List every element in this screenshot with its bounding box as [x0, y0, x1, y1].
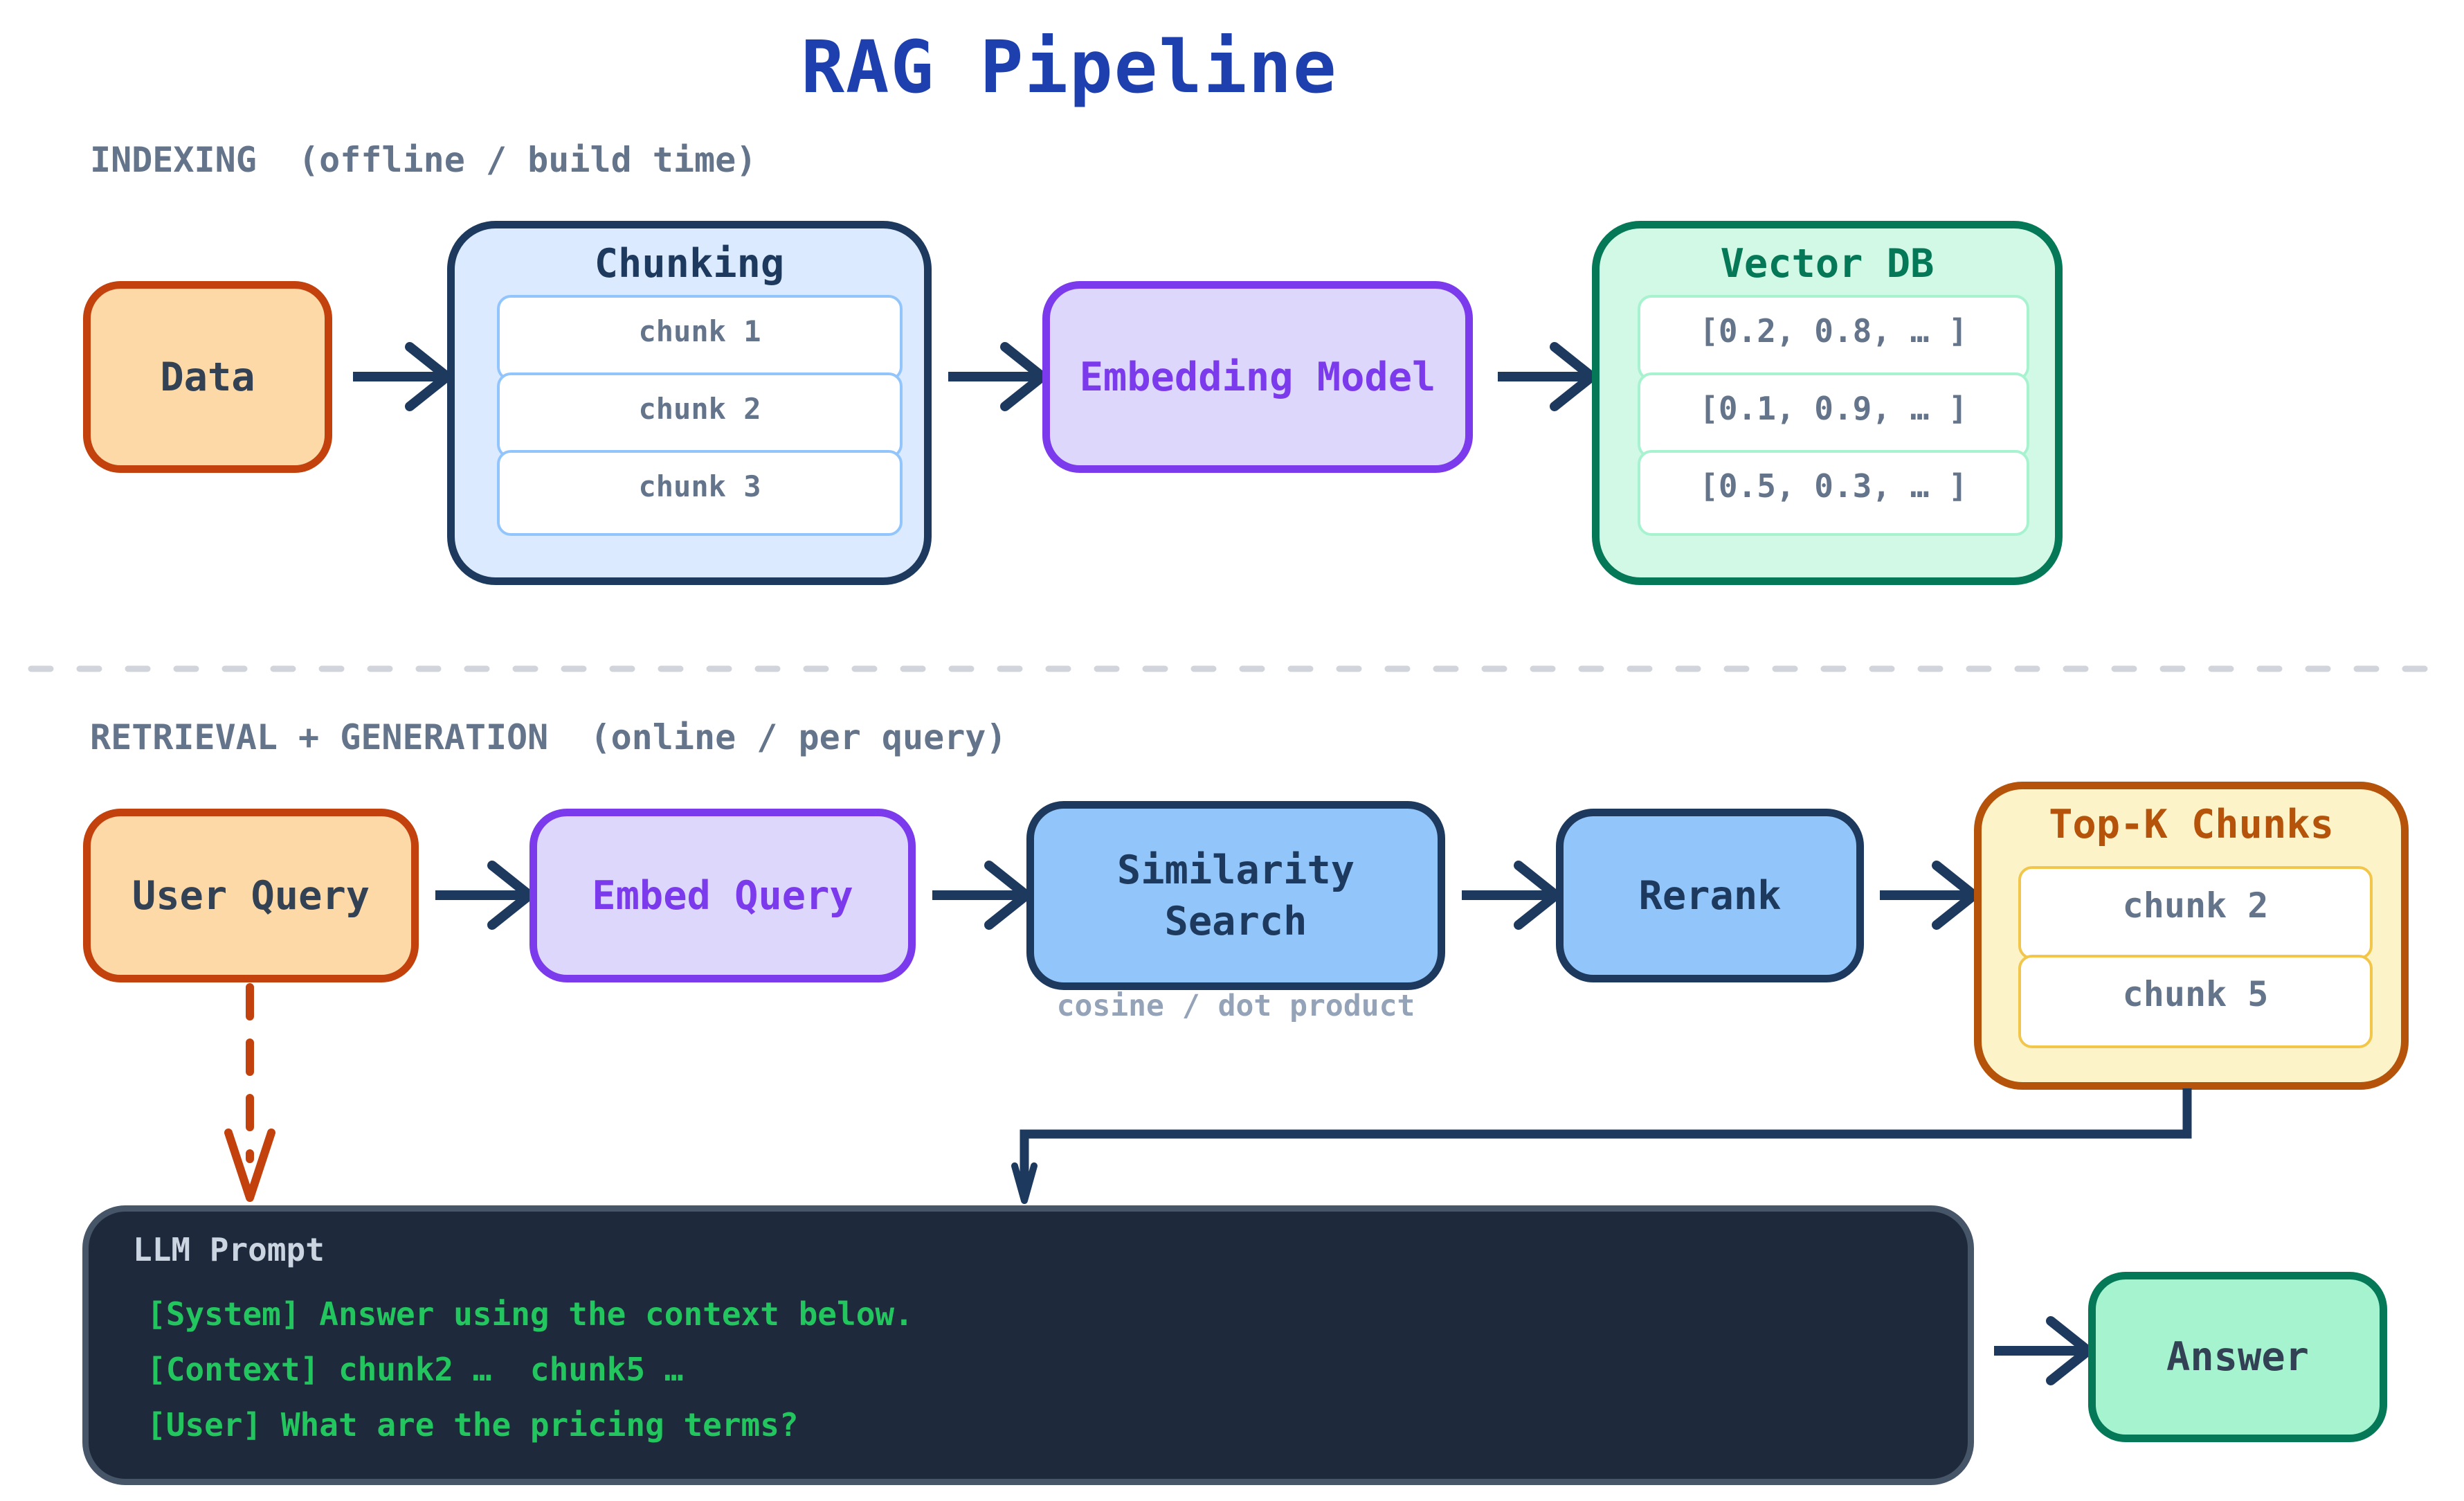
user-query-node: User Query: [83, 809, 419, 982]
embed-query-node: Embed Query: [529, 809, 916, 982]
arrow-rerank-to-topk-icon: [1880, 861, 1979, 930]
vector-db-group: Vector DB [0.2, 0.8, … ] [0.1, 0.9, … ] …: [1592, 221, 2063, 585]
rerank-node: Rerank: [1556, 809, 1864, 982]
similarity-search-label: Similarity Search: [1116, 847, 1355, 944]
vector-row-2: [0.1, 0.9, … ]: [1638, 372, 2029, 458]
llm-user-line: [User] What are the pricing terms?: [147, 1406, 799, 1444]
topk-title: Top-K Chunks: [2049, 802, 2334, 847]
arrow-llm-to-answer-icon: [1994, 1316, 2093, 1385]
embedding-model-node: Embedding Model: [1042, 281, 1473, 473]
topk-row-1: chunk 2: [2018, 866, 2373, 960]
page-title: RAG Pipeline: [801, 25, 1338, 109]
llm-prompt-lines: [System] Answer using the context below.…: [147, 1286, 914, 1453]
chunk-row-2: chunk 2: [497, 372, 903, 458]
llm-system-line: [System] Answer using the context below.: [147, 1295, 914, 1333]
vector-row-3: [0.5, 0.3, … ]: [1638, 450, 2029, 536]
connector-userquery-to-llm-icon: [224, 983, 275, 1202]
chunking-group: Chunking chunk 1 chunk 2 chunk 3: [447, 221, 932, 585]
embed-query-label: Embed Query: [592, 872, 853, 919]
answer-label: Answer: [2166, 1334, 2309, 1380]
chunking-title: Chunking: [594, 241, 785, 287]
user-query-label: User Query: [132, 872, 370, 919]
connector-topk-to-llm-icon: [1011, 1088, 2192, 1204]
arrow-similarity-to-rerank-icon: [1462, 861, 1561, 930]
retrieval-section-heading: RETRIEVAL + GENERATION (online / per que…: [90, 717, 1007, 757]
vector-row-1: [0.2, 0.8, … ]: [1638, 295, 2029, 381]
topk-chunks-group: Top-K Chunks chunk 2 chunk 5: [1974, 782, 2409, 1090]
similarity-search-node: Similarity Search: [1026, 801, 1445, 990]
llm-context-line: [Context] chunk2 … chunk5 …: [147, 1351, 684, 1388]
arrow-embedquery-to-similarity-icon: [932, 861, 1031, 930]
arrow-embedding-to-vectordb-icon: [1498, 342, 1597, 411]
arrow-chunking-to-embedding-icon: [948, 342, 1047, 411]
data-node-label: Data: [160, 354, 255, 400]
arrow-data-to-chunking-icon: [353, 342, 452, 411]
chunk-row-3: chunk 3: [497, 450, 903, 536]
section-divider: [28, 665, 2436, 672]
chunk-row-1: chunk 1: [497, 295, 903, 381]
indexing-section-heading: INDEXING (offline / build time): [90, 140, 757, 180]
data-node: Data: [83, 281, 332, 473]
embedding-model-label: Embedding Model: [1079, 354, 1436, 400]
vector-db-title: Vector DB: [1720, 241, 1935, 287]
similarity-caption: cosine / dot product: [1056, 989, 1415, 1023]
rerank-label: Rerank: [1638, 872, 1782, 919]
arrow-userquery-to-embedquery-icon: [435, 861, 534, 930]
llm-prompt-title: LLM Prompt: [133, 1231, 325, 1268]
answer-node: Answer: [2088, 1272, 2387, 1442]
topk-row-2: chunk 5: [2018, 955, 2373, 1048]
llm-prompt-box: LLM Prompt [System] Answer using the con…: [82, 1205, 1974, 1485]
